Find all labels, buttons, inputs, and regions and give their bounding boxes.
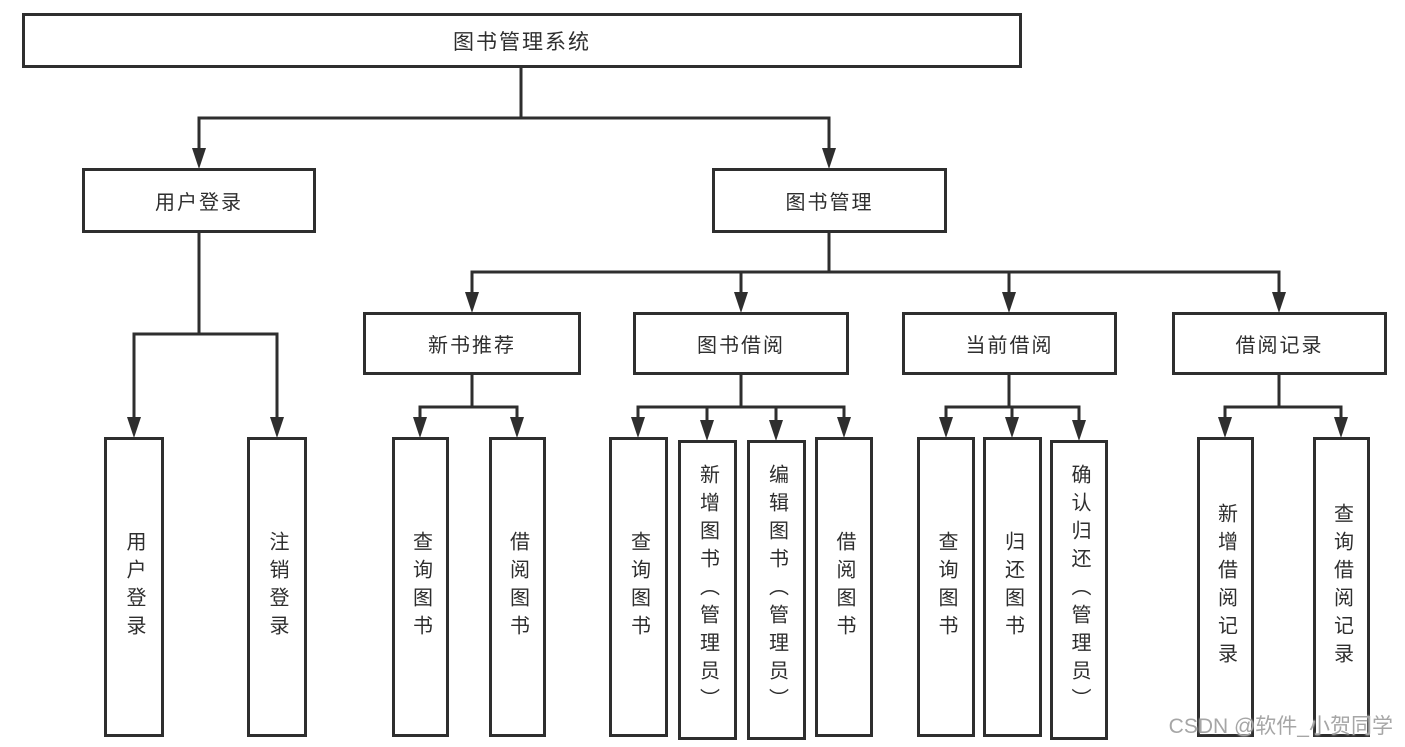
leaf-query-book-borrowing: 查询图书 bbox=[609, 437, 668, 737]
node-library-management-system: 图书管理系统 bbox=[22, 13, 1022, 68]
node-label: 图书管理系统 bbox=[453, 30, 591, 54]
node-label: 查询借阅记录 bbox=[1330, 503, 1353, 671]
arrowhead bbox=[734, 292, 748, 313]
node-label: 借阅图书 bbox=[833, 531, 855, 643]
node-label: 借阅记录 bbox=[1235, 335, 1324, 357]
node-label: 确认归还（管理员） bbox=[1068, 464, 1090, 716]
node-label: 图书借阅 bbox=[697, 335, 785, 357]
node-label: 用户登录 bbox=[123, 531, 145, 643]
arrowhead bbox=[1218, 417, 1232, 438]
node-label: 注销登录 bbox=[266, 531, 288, 643]
leaf-borrow-book-recommendation: 借阅图书 bbox=[489, 437, 546, 737]
leaf-borrow-book-borrowing: 借阅图书 bbox=[815, 437, 873, 737]
arrowhead bbox=[1334, 417, 1348, 438]
node-label: 查询图书 bbox=[409, 531, 432, 643]
node-label: 新书推荐 bbox=[428, 335, 516, 357]
node-new-book-recommendation: 新书推荐 bbox=[363, 312, 581, 375]
leaf-add-borrow-record: 新增借阅记录 bbox=[1197, 437, 1254, 737]
node-label: 新增借阅记录 bbox=[1214, 503, 1237, 671]
edge-arrowheads bbox=[127, 148, 1348, 441]
node-label: 用户登录 bbox=[155, 192, 243, 214]
arrowhead bbox=[822, 148, 836, 169]
node-label: 编辑图书（管理员） bbox=[765, 464, 788, 716]
csdn-watermark: CSDN @软件_小贺同学 bbox=[1168, 715, 1393, 738]
leaf-edit-book-admin: 编辑图书（管理员） bbox=[747, 440, 806, 740]
node-borrowing-records: 借阅记录 bbox=[1172, 312, 1387, 375]
arrowhead bbox=[127, 417, 141, 438]
arrowhead bbox=[1005, 417, 1019, 438]
arrowhead bbox=[939, 417, 953, 438]
node-label: 查询图书 bbox=[627, 531, 650, 643]
leaf-user-login: 用户登录 bbox=[104, 437, 164, 737]
arrowhead bbox=[837, 417, 851, 438]
node-label: 查询图书 bbox=[935, 531, 957, 643]
arrowhead bbox=[192, 148, 206, 169]
arrowhead bbox=[1072, 420, 1086, 441]
arrowhead bbox=[700, 420, 714, 441]
leaf-query-borrow-record: 查询借阅记录 bbox=[1313, 437, 1370, 737]
leaf-query-book-current: 查询图书 bbox=[917, 437, 975, 737]
arrowhead bbox=[1002, 292, 1016, 313]
leaf-return-book: 归还图书 bbox=[983, 437, 1042, 737]
arrowhead bbox=[413, 417, 427, 438]
node-label: 图书管理 bbox=[785, 192, 874, 214]
node-current-borrowing: 当前借阅 bbox=[902, 312, 1117, 375]
arrowhead bbox=[1272, 292, 1286, 313]
arrowhead bbox=[510, 417, 524, 438]
leaf-logout-login: 注销登录 bbox=[247, 437, 307, 737]
leaf-add-book-admin: 新增图书（管理员） bbox=[678, 440, 737, 740]
arrowhead bbox=[270, 417, 284, 438]
node-book-borrowing: 图书借阅 bbox=[633, 312, 849, 375]
node-user-login: 用户登录 bbox=[82, 168, 316, 233]
node-label: 借阅图书 bbox=[506, 531, 529, 643]
node-label: 新增图书（管理员） bbox=[696, 464, 719, 716]
arrowhead bbox=[465, 292, 479, 313]
arrowhead bbox=[769, 420, 783, 441]
arrowhead bbox=[631, 417, 645, 438]
node-book-management: 图书管理 bbox=[712, 168, 947, 233]
leaf-confirm-return-admin: 确认归还（管理员） bbox=[1050, 440, 1108, 740]
node-label: 当前借阅 bbox=[965, 335, 1054, 357]
node-label: 归还图书 bbox=[1001, 531, 1024, 643]
edge-lines bbox=[132, 68, 1343, 436]
leaf-query-book-recommendation: 查询图书 bbox=[392, 437, 449, 737]
